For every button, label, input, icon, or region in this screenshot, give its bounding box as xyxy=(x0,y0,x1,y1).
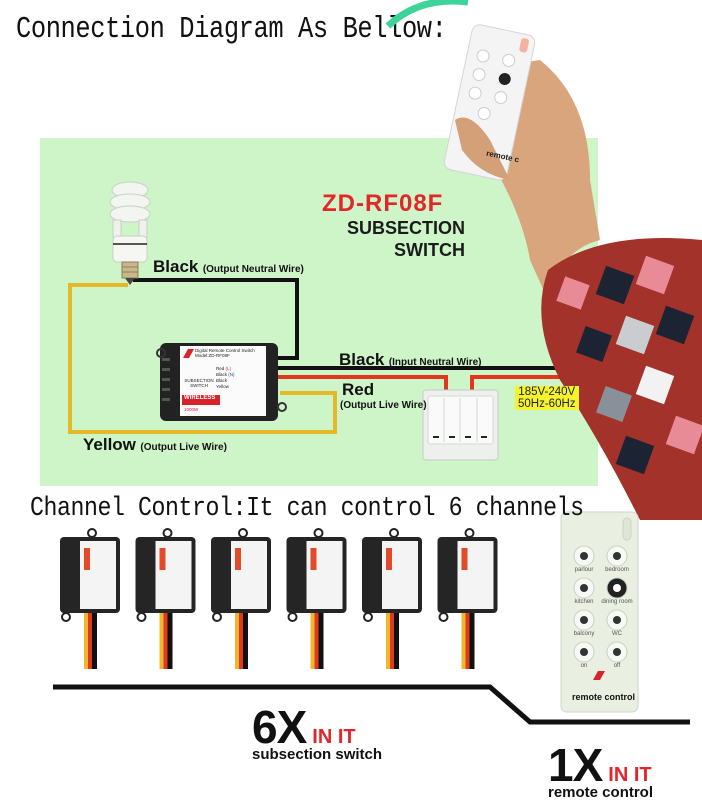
signal-arc-icon xyxy=(388,1,468,26)
subsection-switch-module xyxy=(60,529,120,669)
subsection-switch-module xyxy=(362,529,422,669)
remote-button-label: dining room xyxy=(599,599,635,605)
wire-label-red: Red (Output Live Wire) xyxy=(342,380,427,411)
module-switch-text-2: SWITCH xyxy=(184,383,214,388)
wire-color: Black xyxy=(153,257,198,276)
tv-icon xyxy=(574,546,594,566)
module-black: Black xyxy=(216,372,227,377)
module-wireless-badge: WIRELESS xyxy=(184,395,215,401)
wire-label-black-output: Black (Output Neutral Wire) xyxy=(153,257,304,277)
wire-role: (Output Live Wire) xyxy=(140,442,227,453)
module-yellow: Yellow xyxy=(216,384,235,390)
module-label: Digital Remote Control Switch Model:ZD-R… xyxy=(195,348,255,358)
kitchen-icon xyxy=(574,578,594,598)
bulb-on-icon xyxy=(574,642,594,662)
wire-role: (Output Neutral Wire) xyxy=(203,264,304,275)
wire-color: Yellow xyxy=(83,435,136,454)
remote-button-label: WC xyxy=(599,631,635,637)
switch-count-caption: subsection switch xyxy=(252,746,382,763)
channel-control-heading: Channel Control:It can control 6 channel… xyxy=(30,494,584,524)
remote-brand-label: remote control xyxy=(572,692,635,702)
subsection-switch-module xyxy=(211,529,271,669)
cfl-bulb-icon xyxy=(110,182,150,285)
remote-button-label: kitchen xyxy=(566,599,602,605)
module-switch-text: SUBSECTION SWITCH xyxy=(184,378,214,388)
power-spec-badge: 185V-240V 50Hz-60Hz xyxy=(515,386,579,410)
umbrella-icon xyxy=(574,610,594,630)
module-row xyxy=(60,529,498,669)
wire-role: (Output Live Wire) xyxy=(340,400,427,411)
product-type-line2: SWITCH xyxy=(394,240,465,261)
wire-color: Black xyxy=(339,350,384,369)
subsection-switch-module xyxy=(136,529,196,669)
wire-color: Red xyxy=(342,380,427,400)
voltage-range: 185V-240V xyxy=(518,386,576,398)
module-black-tag: (N) xyxy=(228,372,234,377)
bed-icon xyxy=(607,546,627,566)
remote-button-label: off xyxy=(599,663,635,669)
subsection-switch-module xyxy=(438,529,498,669)
product-model: ZD-RF08F xyxy=(322,190,443,218)
remote-count-suffix: IN IT xyxy=(608,764,651,786)
module-label-model: Model:ZD-RF08F xyxy=(195,353,255,358)
remote-button-label: parlour xyxy=(566,567,602,573)
remote-button-label: on xyxy=(566,663,602,669)
remote-control xyxy=(561,512,638,712)
module-power: 1000W xyxy=(184,407,198,412)
bulb-off-icon xyxy=(607,642,627,662)
dining-icon xyxy=(607,578,627,598)
remote-button-label: balcony xyxy=(566,631,602,637)
wire-label-black-input: Black (Input Neutral Wire) xyxy=(339,350,482,370)
wire-label-yellow: Yellow (Output Live Wire) xyxy=(83,435,227,455)
remote-button-label: bedroom xyxy=(599,567,635,573)
frequency-range: 50Hz-60Hz xyxy=(518,398,576,410)
wc-icon xyxy=(607,610,627,630)
switch-count-suffix: IN IT xyxy=(312,726,355,748)
wall-switch xyxy=(423,390,498,460)
module-wire-table: Red (L) Black (N) Black Yellow xyxy=(216,366,235,390)
subsection-switch-module xyxy=(287,529,347,669)
module-red-tag: (L) xyxy=(226,366,232,371)
module-red: Red xyxy=(216,366,224,371)
product-type-line1: SUBSECTION xyxy=(347,218,465,239)
remote-count-caption: remote control xyxy=(548,784,653,801)
wire-role: (Input Neutral Wire) xyxy=(389,357,482,368)
